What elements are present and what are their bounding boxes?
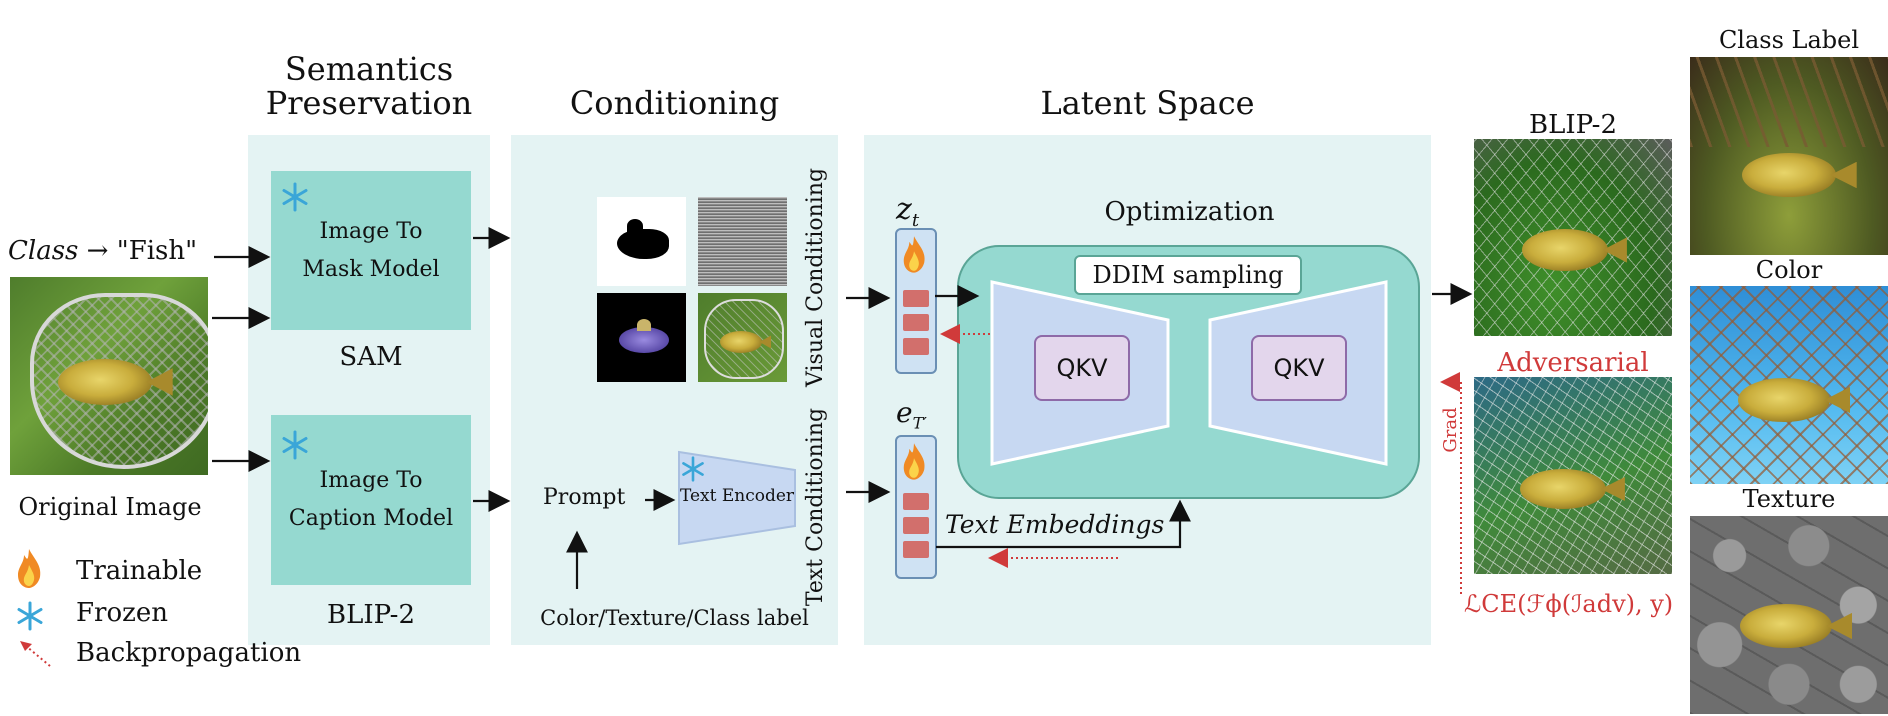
text-encoder-label: Text Encoder bbox=[679, 486, 795, 506]
flame-icon bbox=[903, 443, 925, 480]
class-input-label: Class → "Fish" bbox=[8, 236, 197, 266]
mask-model-label: Image To Mask Model bbox=[302, 218, 440, 282]
mask-image bbox=[597, 197, 686, 286]
zt-vector bbox=[895, 228, 937, 374]
class-label-variant-image bbox=[1690, 57, 1888, 255]
texture-variant-image bbox=[1690, 516, 1888, 714]
color-variant-title: Color bbox=[1755, 256, 1823, 284]
legend-backprop: Backpropagation bbox=[76, 638, 302, 668]
noise-image bbox=[698, 197, 787, 286]
class-label-variant-title: Class Label bbox=[1718, 26, 1860, 54]
adversarial-image bbox=[1474, 377, 1672, 574]
image-to-caption-model: Image To Caption Model bbox=[271, 415, 471, 585]
snowflake-icon bbox=[282, 430, 308, 460]
adversarial-label: Adversarial bbox=[1497, 348, 1649, 378]
prompt-label: Prompt bbox=[543, 485, 626, 510]
sam-caption: SAM bbox=[339, 342, 403, 372]
snowflake-icon bbox=[682, 456, 704, 482]
masked-fish-image bbox=[597, 293, 686, 382]
image-to-mask-model: Image To Mask Model bbox=[271, 171, 471, 330]
original-image bbox=[10, 277, 208, 475]
class-arrow: → bbox=[86, 236, 109, 266]
dotted-arrow-icon bbox=[20, 641, 51, 667]
latent-heading: Latent Space bbox=[1040, 84, 1255, 122]
legend-frozen: Frozen bbox=[76, 598, 168, 628]
class-value: "Fish" bbox=[116, 236, 198, 266]
prompt-source-label: Color/Texture/Class label bbox=[540, 606, 809, 630]
blip2-output-image bbox=[1474, 139, 1672, 336]
color-variant-image bbox=[1690, 286, 1888, 484]
snowflake-icon bbox=[17, 601, 43, 631]
flame-icon bbox=[18, 549, 41, 588]
blip2-caption: BLIP-2 bbox=[326, 600, 416, 630]
text-embeddings-label: Text Embeddings bbox=[945, 510, 1165, 539]
ddim-sampling-box: DDIM sampling bbox=[1074, 255, 1302, 295]
optimization-label: Optimization bbox=[1104, 197, 1275, 227]
conditioning-heading: Conditioning bbox=[569, 84, 780, 122]
flame-icon bbox=[903, 236, 925, 273]
loss-label: ℒCE(ℱϕ(ℐadv), y) bbox=[1464, 590, 1674, 618]
blip2-output-label: BLIP-2 bbox=[1528, 110, 1618, 140]
snowflake-icon bbox=[282, 182, 308, 212]
fish-net-image bbox=[698, 293, 787, 382]
et-label: eT′ bbox=[896, 396, 927, 433]
zt-label: zt bbox=[896, 192, 920, 231]
texture-variant-title: Texture bbox=[1742, 485, 1836, 513]
original-image-caption: Original Image bbox=[18, 493, 202, 521]
text-encoder-shape bbox=[678, 450, 796, 546]
semantics-heading: Semantics Preservation bbox=[265, 50, 473, 122]
caption-model-label: Image To Caption Model bbox=[288, 468, 454, 531]
legend-trainable: Trainable bbox=[76, 556, 203, 586]
class-prefix: Class bbox=[8, 236, 79, 266]
qkv-right: QKV bbox=[1251, 335, 1347, 401]
qkv-left: QKV bbox=[1034, 335, 1130, 401]
